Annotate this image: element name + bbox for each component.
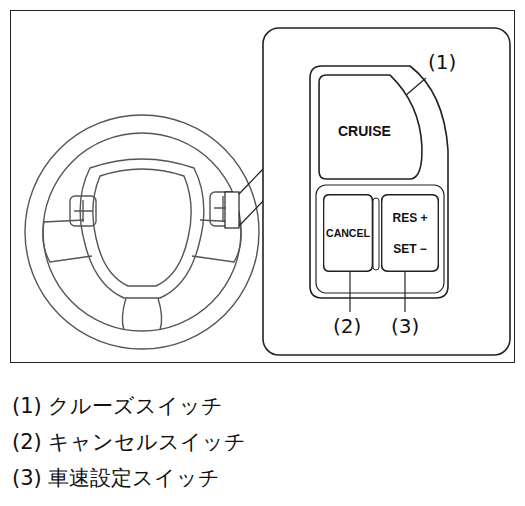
frame	[11, 11, 515, 363]
cruise-switch: CRUISE	[318, 74, 424, 180]
cancel-switch: CANCEL	[323, 194, 373, 272]
zoom-line	[239, 168, 264, 226]
switch-highlight	[225, 192, 239, 228]
speed-set-switch: RES + SET −	[381, 194, 439, 272]
button-label: RES +	[392, 211, 427, 225]
caption-line: (3) 車速設定スイッチ	[12, 464, 220, 492]
callout-number: (3)	[391, 314, 419, 338]
caption-line: (2) キャンセルスイッチ	[12, 428, 246, 456]
leader-line	[349, 272, 350, 312]
steering-wheel	[25, 115, 259, 349]
button-label: CANCEL	[326, 227, 370, 239]
switch-lower-bezel	[316, 185, 444, 293]
button-label: CRUISE	[338, 123, 391, 139]
caption-line: (1) クルーズスイッチ	[12, 392, 223, 420]
switch-bezel	[310, 66, 448, 298]
button-label: SET −	[393, 242, 427, 256]
inset-frame	[263, 28, 510, 355]
button-outline	[381, 194, 439, 272]
callout-number: (1)	[428, 50, 456, 74]
callout-number: (2)	[333, 314, 361, 338]
leader-line	[404, 272, 405, 312]
divider	[373, 198, 379, 270]
